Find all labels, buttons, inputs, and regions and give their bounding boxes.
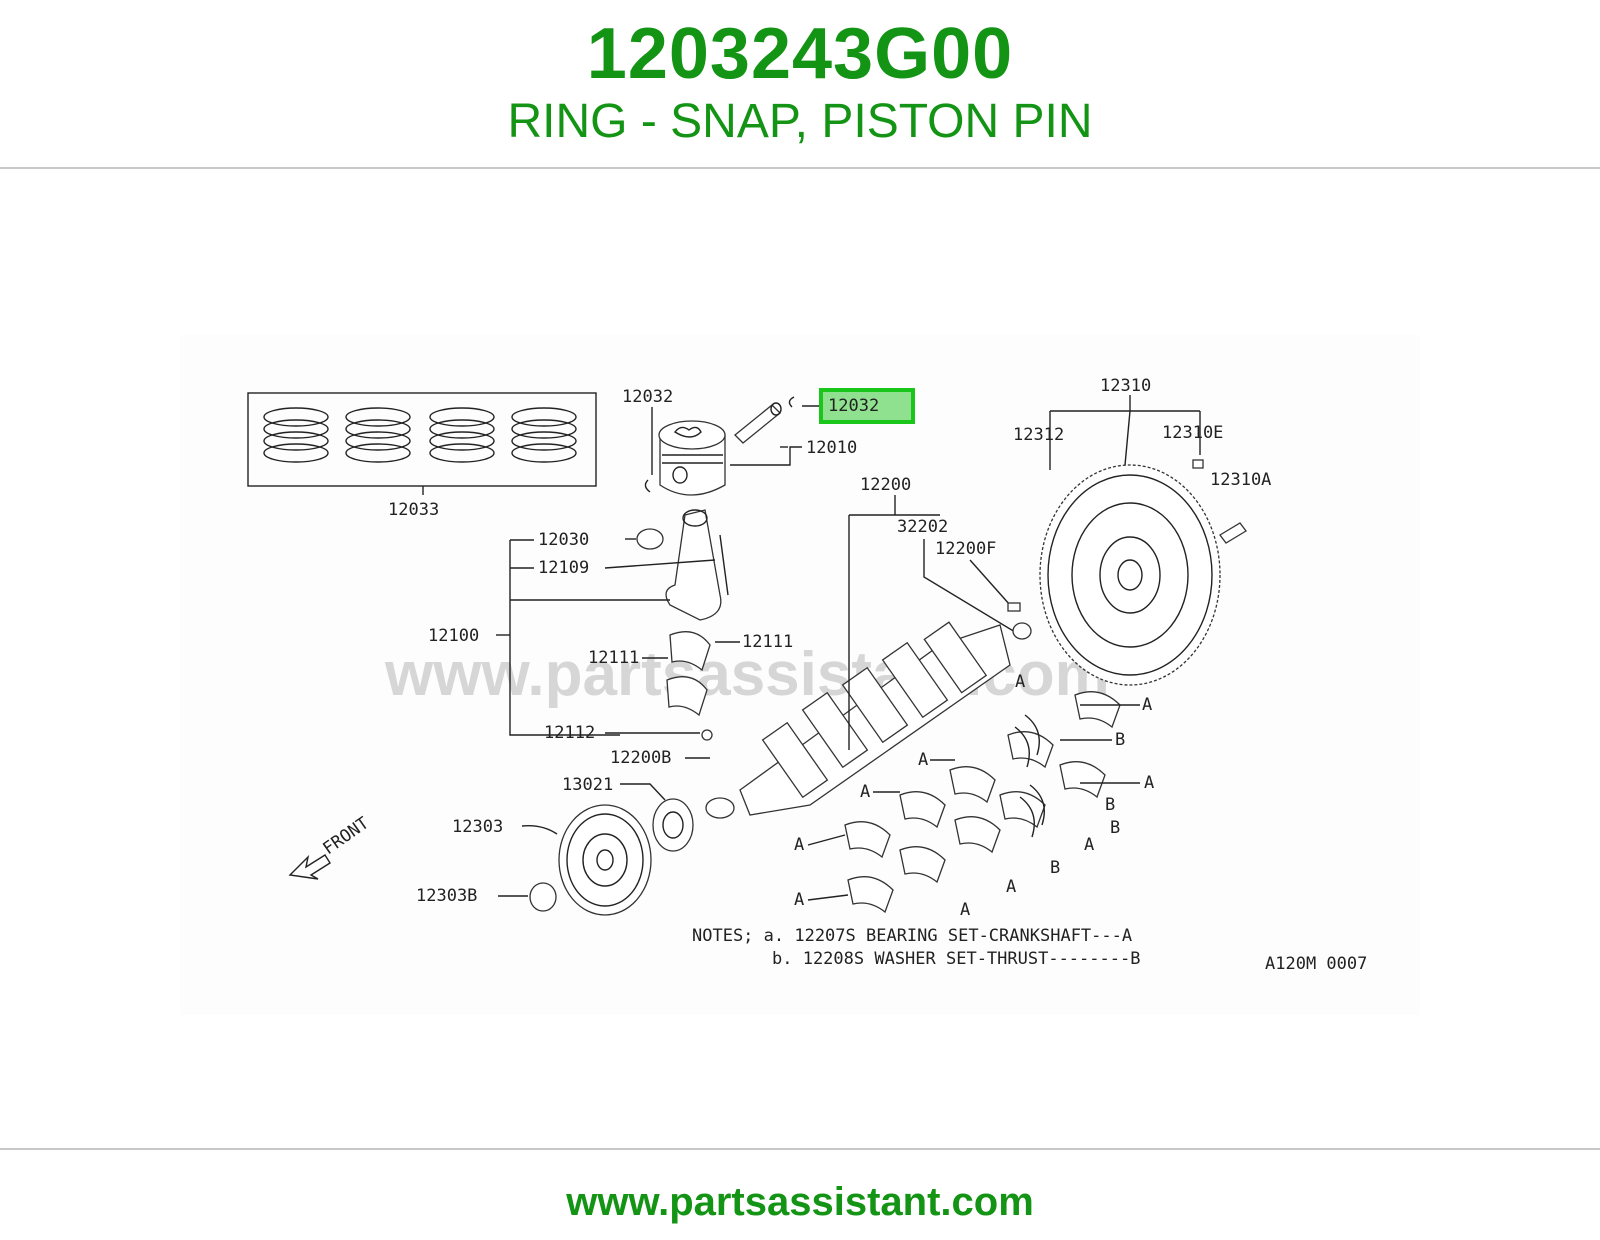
part-description: RING - SNAP, PISTON PIN [507, 95, 1093, 148]
svg-text:A: A [960, 900, 970, 920]
highlighted-part-label[interactable] [819, 388, 915, 424]
page-header: 1203243G00 RING - SNAP, PISTON PIN [0, 0, 1600, 168]
svg-text:B: B [1110, 818, 1120, 838]
label-12033: 12033 [388, 500, 439, 520]
svg-text:A: A [860, 782, 870, 802]
svg-text:B: B [1050, 858, 1060, 878]
note-washer-set: b. 12208S WASHER SET-THRUST--------B [772, 949, 1140, 969]
part-number: 1203243G00 [586, 14, 1014, 94]
svg-text:A: A [794, 835, 804, 855]
label-12112: 12112 [544, 723, 595, 743]
footer-website-link[interactable]: www.partsassistant.com [566, 1180, 1034, 1224]
piston [658, 420, 726, 496]
thrust-washers [1014, 714, 1045, 838]
svg-text:A: A [1084, 835, 1094, 855]
svg-text:A: A [918, 750, 928, 770]
crank-sprocket [652, 798, 694, 852]
flywheel-bolt [1219, 522, 1247, 544]
label-12109: 12109 [538, 558, 589, 578]
label-12100: 12100 [428, 626, 479, 646]
front-indicator: FRONT [319, 813, 372, 859]
label-12111-right: 12111 [742, 632, 793, 652]
bearing-callouts: A A B A B B A B A A A A A A [794, 672, 1154, 920]
pilot-bushing [1007, 602, 1021, 612]
ring-set-box [247, 392, 597, 487]
svg-text:A: A [1142, 695, 1152, 715]
flywheel-dowel [1192, 459, 1204, 469]
header-divider [0, 167, 1600, 169]
footer-divider [0, 1148, 1600, 1150]
svg-text:A: A [1015, 672, 1025, 692]
label-12303: 12303 [452, 817, 503, 837]
front-arrow-icon [288, 854, 331, 880]
snap-ring-right [788, 396, 795, 408]
exploded-view-drawing: www.partsassistant.com 12033 12032 12010… [247, 376, 1367, 974]
svg-text:B: B [1115, 730, 1125, 750]
label-13021: 13021 [562, 775, 613, 795]
rod-nut [701, 729, 713, 741]
label-12310A: 12310A [1210, 470, 1271, 490]
svg-text:A: A [794, 890, 804, 910]
piston-pin [734, 402, 782, 444]
label-12310E: 12310E [1162, 423, 1223, 443]
connecting-rod [665, 509, 729, 621]
diagram-code: A120M 0007 [1265, 954, 1367, 974]
label-12200F: 12200F [935, 539, 996, 559]
label-12030: 12030 [538, 530, 589, 550]
main-bearing-set [844, 691, 1121, 914]
snap-ring-left [644, 479, 651, 493]
pilot-bearing [1012, 622, 1032, 640]
label-12312: 12312 [1013, 425, 1064, 445]
label-12032-left: 12032 [622, 387, 673, 407]
label-12200B: 12200B [610, 748, 671, 768]
highlighted-label-12032[interactable]: 12032 [828, 396, 879, 416]
pulley-bolt [529, 882, 557, 912]
rod-bearing-upper [669, 631, 711, 672]
label-12310: 12310 [1100, 376, 1151, 396]
crank-pulley [558, 804, 652, 916]
note-bearing-set: NOTES; a. 12207S BEARING SET-CRANKSHAFT-… [692, 926, 1132, 946]
crankshaft [705, 621, 1011, 819]
label-12303B: 12303B [416, 886, 477, 906]
flywheel [1039, 464, 1221, 686]
label-12111-left: 12111 [588, 648, 639, 668]
rod-bearing-lower [666, 676, 708, 717]
label-12010: 12010 [806, 438, 857, 458]
parts-diagram: www.partsassistant.com 12033 12032 12010… [180, 335, 1420, 1015]
svg-text:A: A [1144, 773, 1154, 793]
label-12200: 12200 [860, 475, 911, 495]
label-32202: 32202 [897, 517, 948, 537]
rod-bushing [636, 528, 664, 550]
svg-text:A: A [1006, 877, 1016, 897]
piston-ring-set [263, 407, 577, 463]
svg-text:B: B [1105, 795, 1115, 815]
